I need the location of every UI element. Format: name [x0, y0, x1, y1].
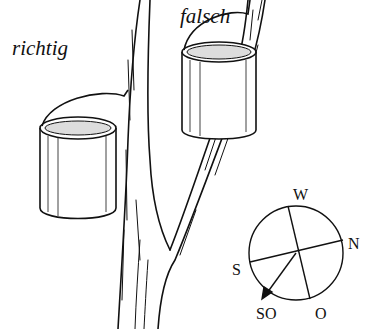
- compass-letter: W: [293, 187, 308, 203]
- compass-letter: SO: [256, 306, 276, 322]
- status-label: richtig: [12, 38, 68, 59]
- compass-letter: O: [315, 306, 327, 322]
- status-label: falsch: [180, 6, 230, 27]
- compass-letter: N: [348, 236, 360, 252]
- compass-letter: S: [232, 262, 241, 278]
- compass-rose: [249, 206, 343, 300]
